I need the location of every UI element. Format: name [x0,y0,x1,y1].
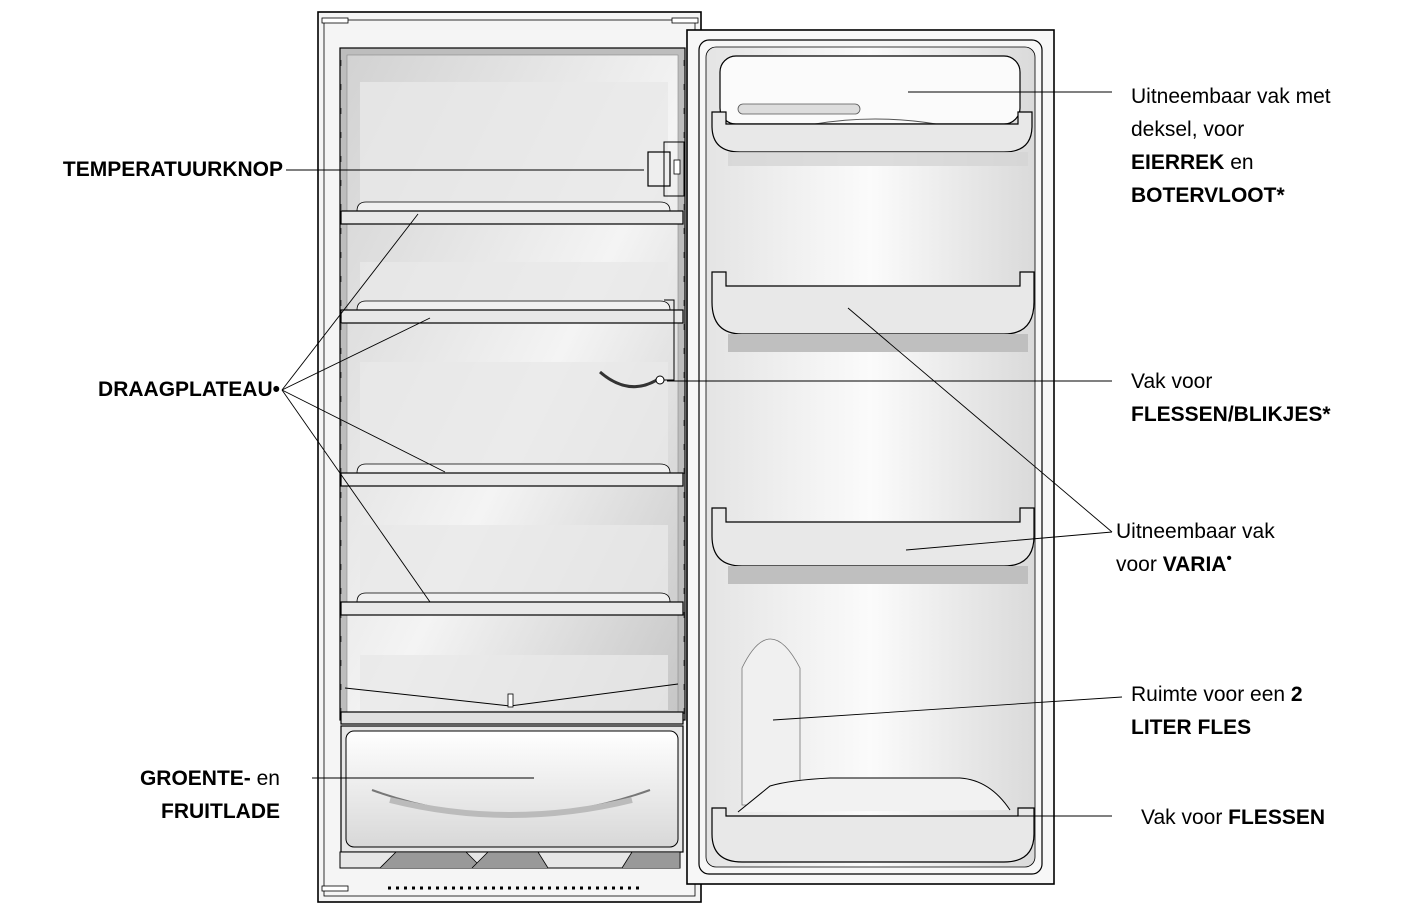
label-flessen: Vak voor FLESSEN [1141,806,1326,829]
varia-compartment [711,507,1035,584]
fridge-cabinet [317,11,702,903]
label-groente-fruitlade: GROENTE- en FRUITLADE [139,767,280,823]
bottle-space-2-liter [741,638,801,806]
label-flessen-blikjes: Vak voor FLESSEN/BLIKJES* [1131,370,1331,426]
egg-butter-compartment [711,55,1033,166]
temperature-knob [647,141,685,197]
label-draagplateau: DRAAGPLATEAU• [98,378,280,401]
label-temperatuurknop: TEMPERATUURKNOP [62,158,283,181]
label-varia: Uitneembaar vak voor VARIA• [1116,520,1275,576]
glass-shelf [340,300,684,324]
glass-shelf [340,463,684,487]
label-eierrek-botervloot: Uitneembaar vak met deksel, voor EIERREK… [1131,85,1331,207]
bottles-cans-compartment [711,271,1035,352]
glass-shelf [340,201,684,225]
fridge-door [686,29,1055,885]
label-2-liter-fles: Ruimte voor een 2 LITER FLES [1131,683,1303,739]
bottle-shelf [711,777,1035,863]
glass-shelf [340,592,684,616]
leader-lines [281,91,1123,817]
vegetable-drawer [340,725,684,853]
bottle-rack-hook [599,299,675,389]
